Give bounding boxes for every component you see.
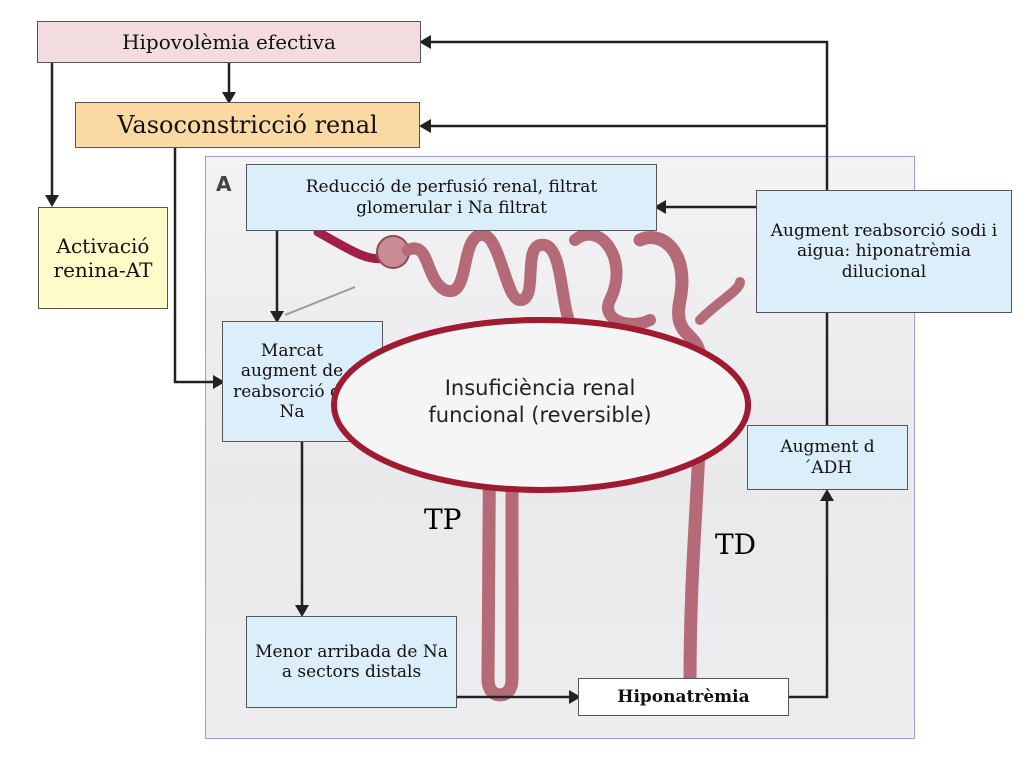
marcat-box: Marcat augment de reabsorció de Na [222, 321, 383, 442]
insuficiencia-label: Insuficiència renal funcional (reversibl… [380, 375, 700, 430]
marcat-text: Marcat augment de reabsorció de Na [233, 340, 351, 422]
tp-label: TP [424, 503, 462, 536]
arrow-heads [45, 35, 834, 704]
insuficiencia-line2: funcional (reversible) [428, 403, 652, 428]
insuficiencia-line1: Insuficiència renal [444, 376, 636, 400]
afferent-vessel [313, 227, 390, 264]
flow-arrows [50, 40, 829, 699]
augment-adh-box: Augment d´ADH [747, 425, 908, 490]
menor-arribada-box: Menor arribada de Na a sectors distals [246, 616, 457, 708]
proximal-tubule [402, 229, 581, 336]
augment-reabsorcio-box: Augment reabsorció sodi i aigua: hiponat… [756, 190, 1012, 313]
loop-of-henle [481, 373, 519, 702]
activacio-box: Activació renina-AT [38, 207, 168, 309]
panel-letter: A [216, 172, 232, 196]
reduccio-box: Reducció de perfusió renal, filtrat glom… [246, 164, 657, 231]
vasoconstriccio-box: Vasoconstricció renal [75, 102, 420, 148]
pointer-line [284, 286, 356, 316]
distal-convolution [569, 228, 656, 330]
td-label: TD [715, 528, 757, 561]
hiponatremia-box: Hiponatrèmia [578, 678, 789, 716]
hipovolemia-box: Hipovolèmia efectiva [37, 21, 421, 63]
